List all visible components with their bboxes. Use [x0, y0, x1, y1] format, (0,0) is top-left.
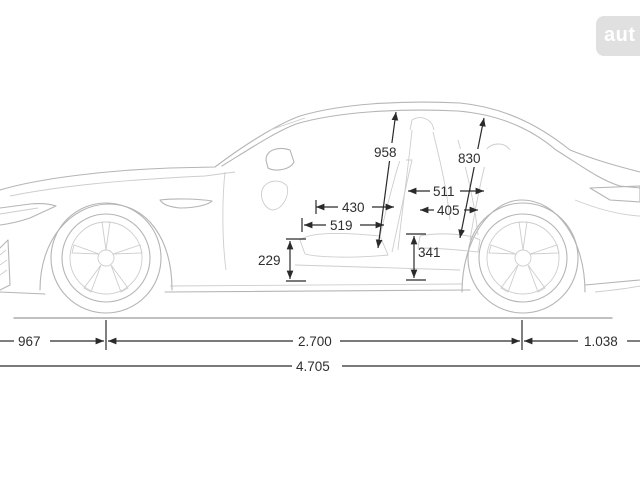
front-headroom-label: 958	[374, 145, 397, 160]
headlight	[0, 203, 57, 226]
side-mirror	[265, 147, 295, 171]
taillight	[589, 185, 640, 203]
front-overhang-label: 967	[18, 334, 41, 349]
car-body-outline	[0, 101, 640, 191]
front-seat	[299, 232, 389, 258]
wheelbase-label: 2.700	[298, 334, 332, 349]
rear-seat-depth-label: 511	[433, 184, 455, 199]
rear-wheel	[467, 202, 579, 314]
rear-headroom-label: 830	[458, 151, 481, 166]
side-vent	[159, 198, 213, 209]
front-wheel	[50, 202, 162, 314]
rear-seat-height-label: 341	[418, 245, 441, 260]
front-seat-height-label: 229	[258, 253, 281, 268]
watermark-badge	[596, 16, 640, 56]
steering-wheel	[261, 180, 289, 211]
rear-overhang-label: 1.038	[584, 334, 618, 349]
overall-length-label: 4.705	[296, 359, 330, 374]
rear-seat	[417, 233, 481, 253]
car-roof-inner	[221, 109, 557, 167]
interior-dimensions: 958 830 430 519 511 405 229 341	[258, 111, 490, 282]
watermark-text: aut	[604, 24, 636, 46]
car-silhouette	[0, 101, 640, 295]
front-seat-depth-label: 430	[342, 200, 365, 215]
length-dimensions: 967 2.700 1.038 4.705	[0, 320, 640, 374]
front-cushion-length-label: 519	[330, 218, 353, 233]
rear-cushion-length-label: 405	[437, 203, 460, 218]
